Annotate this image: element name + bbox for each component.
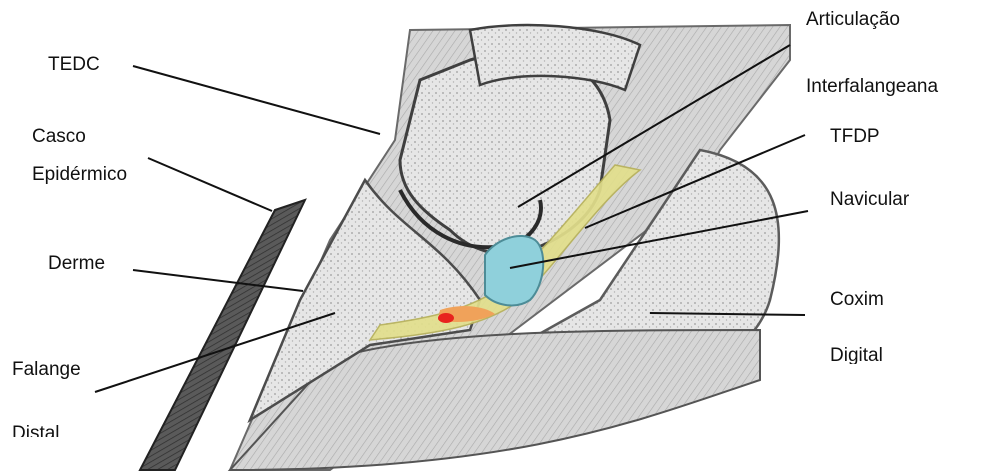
label-tedc: TEDC	[48, 55, 100, 74]
label-navicular: Navicular	[830, 190, 909, 209]
navicular-bone	[485, 236, 543, 305]
red-region	[438, 313, 454, 323]
label-falange-line2: Distal	[12, 424, 60, 437]
label-casco-line1: Casco	[32, 127, 86, 146]
label-derme: Derme	[48, 254, 105, 273]
leader-line-tedc	[133, 66, 380, 134]
leader-line-derme	[133, 270, 303, 291]
label-coxim-line2: Digital	[830, 346, 883, 364]
label-articulacao-line1: Articulação	[806, 10, 900, 29]
leader-line-casco	[148, 158, 272, 211]
label-articulacao-line2: Interfalangeana	[806, 77, 938, 96]
label-tfdp: TFDP	[830, 127, 880, 146]
label-coxim-line1: Coxim	[830, 290, 884, 309]
label-casco-line2: Epidérmico	[32, 165, 127, 184]
label-falange-line1: Falange	[12, 360, 81, 379]
